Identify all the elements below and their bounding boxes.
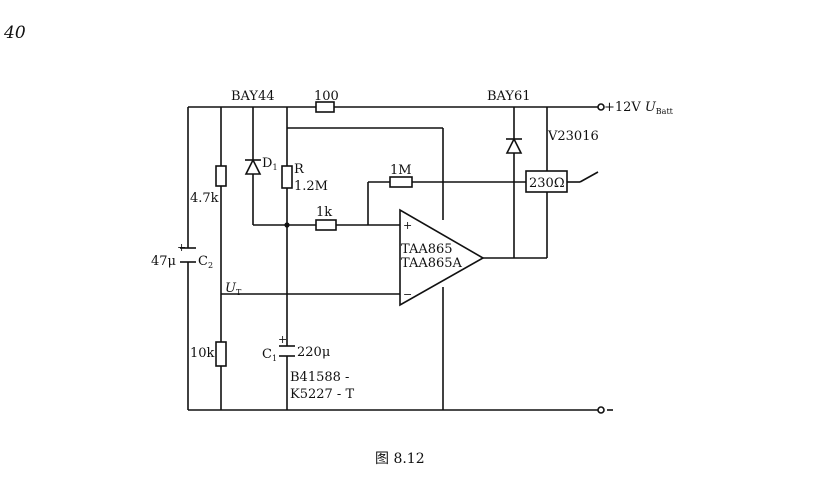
resistor-r-value: 1.2M <box>294 179 328 194</box>
resistor-4k7 <box>215 165 227 187</box>
diode-bay61 <box>505 137 523 154</box>
relay-coil-label: 230Ω <box>529 176 565 191</box>
opamp-plus-label: + <box>403 219 412 232</box>
capacitor-c2 <box>180 247 196 263</box>
supply-terminal <box>597 103 605 111</box>
diode-bay44-label: BAY44 <box>231 89 275 104</box>
resistor-1m <box>389 176 413 188</box>
opamp-minus-label: − <box>403 288 412 301</box>
resistor-r-label: R <box>294 162 305 177</box>
opamp-triangle <box>399 208 485 307</box>
capacitor-c1-plus: + <box>278 333 287 346</box>
resistor-4k7-label: 4.7k <box>190 191 219 206</box>
opamp-label-line1: TAA865 <box>401 242 453 257</box>
opamp-label-line2: TAA865A <box>401 256 463 271</box>
diode-bay61-label: BAY61 <box>487 89 531 104</box>
figure-caption: 图 8.12 <box>375 451 425 467</box>
relay-label: V23016 <box>547 129 599 144</box>
capacitor-c2-label: C2 <box>198 254 213 270</box>
resistor-1k <box>315 219 337 231</box>
resistor-10k-label: 10k <box>190 346 215 361</box>
relay-coil <box>525 170 568 193</box>
resistor-1m-label: 1M <box>390 163 412 178</box>
wires <box>187 106 599 411</box>
resistor-10k <box>215 341 227 367</box>
page-number: 40 <box>3 23 26 43</box>
junction-dot <box>284 222 290 228</box>
capacitor-c2-value: 47μ <box>151 254 176 269</box>
capacitor-c1-value: 220μ <box>297 345 330 360</box>
capacitor-c1-label: C1 <box>262 347 277 363</box>
resistor-r-1m2 <box>281 165 293 189</box>
capacitor-c1-part-line1: B41588 - <box>290 370 349 385</box>
capacitor-c1-part-line2: K5227 - T <box>290 387 354 402</box>
diode-d1 <box>244 158 262 175</box>
diode-d1-label: D1 <box>262 156 278 172</box>
resistor-1k-label: 1k <box>316 205 332 220</box>
capacitor-c1 <box>279 345 295 357</box>
resistor-100 <box>315 101 335 113</box>
resistor-100-label: 100 <box>314 89 339 104</box>
capacitor-c2-plus: + <box>177 241 186 254</box>
ground-terminal <box>597 406 605 414</box>
voltage-ut-label: UT <box>225 281 242 297</box>
